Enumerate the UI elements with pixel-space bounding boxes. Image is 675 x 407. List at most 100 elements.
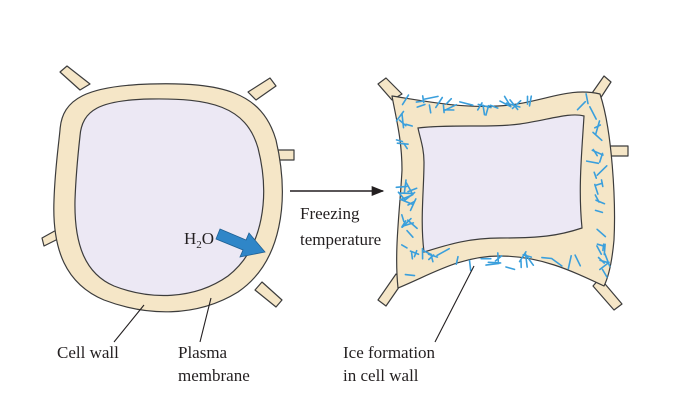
ice-crystal xyxy=(505,102,521,108)
ice-crystal xyxy=(427,254,435,261)
ice-crystal xyxy=(505,266,516,271)
left-cell-wall-extension-bottom-right xyxy=(254,281,283,308)
ice-crystal xyxy=(399,198,414,205)
ice-crystal xyxy=(428,104,432,114)
ice-crystal xyxy=(588,106,598,120)
ice-crystal xyxy=(593,171,598,179)
ice-crystal xyxy=(395,139,404,143)
ice-crystal xyxy=(597,256,606,264)
ice-crystal xyxy=(485,104,490,116)
left-cell-wall-extension-top-left xyxy=(59,65,91,91)
ice-crystal xyxy=(434,96,444,109)
ice-crystal xyxy=(401,217,412,228)
ice-crystal xyxy=(409,250,420,256)
ice-crystal xyxy=(585,160,600,165)
ice-crystal xyxy=(406,229,414,238)
ice-crystal xyxy=(421,95,425,104)
ice-crystal xyxy=(494,255,503,262)
ice-crystal xyxy=(476,102,483,111)
ice-crystal xyxy=(430,253,434,263)
ice-crystal xyxy=(395,185,408,189)
water-movement-arrow xyxy=(215,228,266,258)
ice-crystal xyxy=(482,104,486,116)
cell-wall-label: Cell wall xyxy=(57,343,119,362)
ice-crystal xyxy=(602,243,605,252)
ice-crystal xyxy=(594,209,604,214)
left-cell: H2O Cell wall Plasma membrane xyxy=(41,65,295,385)
ice-crystal xyxy=(585,93,589,105)
left-cell-wall-extension-right xyxy=(277,149,295,161)
ice-crystal xyxy=(594,120,601,135)
ice-crystal xyxy=(551,258,563,267)
ice-crystal xyxy=(401,94,410,106)
ice-crystal xyxy=(576,100,587,111)
ice-crystal xyxy=(594,182,604,187)
ice-crystal xyxy=(445,97,453,105)
ice-crystal xyxy=(416,103,426,108)
ice-crystal xyxy=(405,123,414,127)
ice-crystal xyxy=(596,228,607,238)
ice-crystal xyxy=(407,187,418,193)
ice-crystal xyxy=(402,142,409,150)
ice-crystal xyxy=(401,113,405,129)
ice-crystal xyxy=(400,194,413,201)
ice-crystal xyxy=(528,95,533,107)
right-cell-wall-extension-bottom-right xyxy=(592,277,623,311)
ice-formation-label-line2: in cell wall xyxy=(343,366,419,385)
ice-crystal xyxy=(596,165,608,176)
ice-crystal xyxy=(436,247,451,257)
ice-crystal xyxy=(468,259,472,272)
ice-crystal xyxy=(400,244,408,249)
ice-crystal xyxy=(487,261,502,264)
ice-crystal xyxy=(596,245,603,255)
ice-crystal xyxy=(511,99,522,110)
ice-formation-leader-line xyxy=(434,265,475,343)
cell-wall-leader-line xyxy=(113,304,145,343)
freezing-label-line1: Freezing xyxy=(300,204,360,223)
ice-crystal xyxy=(593,183,599,195)
ice-crystal xyxy=(410,252,414,260)
ice-crystal xyxy=(592,131,603,142)
ice-crystal xyxy=(496,252,500,263)
freezing-label-line2: temperature xyxy=(300,230,381,249)
ice-crystal xyxy=(485,262,500,266)
ice-crystal xyxy=(598,261,610,271)
left-cell-wall-extension-top-right xyxy=(247,77,277,101)
ice-crystal xyxy=(400,214,405,223)
ice-crystal xyxy=(503,95,511,105)
membrane-leader-line xyxy=(199,297,212,343)
ice-crystal xyxy=(415,100,425,103)
ice-crystal xyxy=(405,182,414,196)
ice-crystal xyxy=(423,95,439,100)
ice-crystal xyxy=(489,104,499,109)
ice-crystal xyxy=(591,149,604,156)
ice-crystal xyxy=(406,219,418,230)
ice-crystal xyxy=(604,253,611,268)
ice-crystal xyxy=(455,255,459,266)
ice-crystal xyxy=(401,220,407,228)
ice-crystal xyxy=(541,256,553,260)
right-cell-wall-extension-top-left xyxy=(377,77,403,101)
ice-crystal xyxy=(395,110,405,122)
ice-crystal xyxy=(499,100,512,108)
ice-crystals xyxy=(395,93,611,278)
left-cell-cytoplasm xyxy=(74,98,265,297)
ice-crystal xyxy=(458,101,474,106)
right-cell: Ice formation in cell wall xyxy=(343,75,629,385)
plasma-membrane-label-line1: Plasma xyxy=(178,343,228,362)
ice-crystal xyxy=(404,273,416,277)
ice-crystal xyxy=(574,254,582,267)
transition: Freezing temperature xyxy=(290,185,385,249)
ice-crystal xyxy=(524,253,529,268)
water-label: H2O xyxy=(184,229,214,251)
ice-crystal xyxy=(595,199,606,205)
ice-crystal xyxy=(396,142,409,145)
ice-crystal xyxy=(409,198,417,212)
ice-crystal xyxy=(567,255,573,270)
right-cell-cytoplasm xyxy=(417,114,585,253)
ice-crystal xyxy=(603,243,606,256)
ice-formation-label-line1: Ice formation xyxy=(343,343,436,362)
ice-crystal xyxy=(518,251,527,263)
plasma-membrane-label-line2: membrane xyxy=(178,366,250,385)
